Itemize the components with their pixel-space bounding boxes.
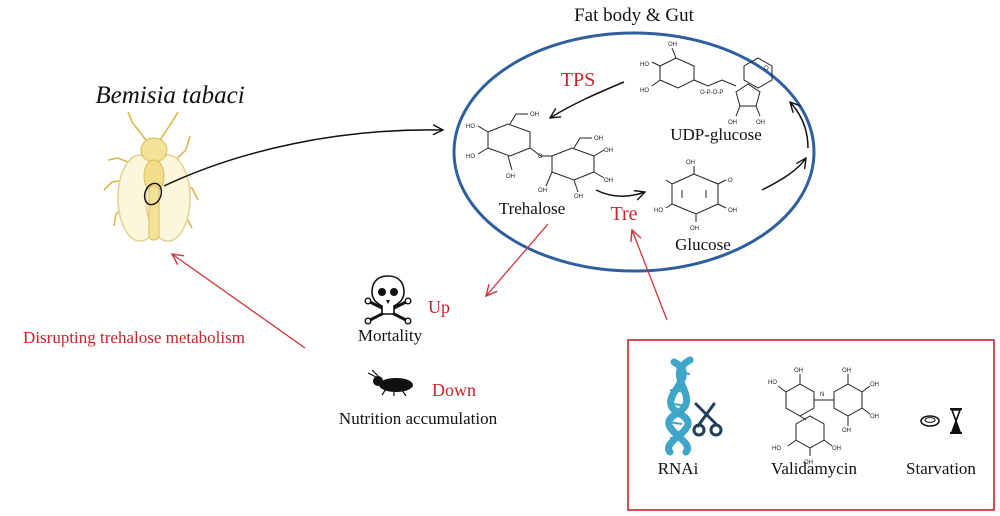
svg-text:HO: HO — [640, 62, 649, 68]
svg-text:OH: OH — [794, 368, 803, 374]
organism-name: Bemisia tabaci — [95, 82, 244, 109]
skull-crossbones-icon — [364, 275, 412, 325]
svg-text:HO: HO — [466, 154, 475, 160]
svg-text:OH: OH — [690, 226, 699, 232]
svg-text:OH: OH — [538, 188, 547, 194]
organ-link-arrow — [163, 130, 443, 187]
treatment-to-tre-arrow — [632, 230, 668, 321]
tps-enzyme-label: TPS — [561, 69, 595, 91]
svg-text:OH: OH — [756, 120, 765, 126]
glucose-label: Glucose — [675, 235, 731, 254]
svg-text:OH: OH — [574, 194, 583, 200]
svg-text:HO: HO — [466, 124, 475, 130]
starvation-icon — [920, 408, 962, 434]
validamycin-structure-icon: N HO OH OH OH OH OH HO OH OH — [768, 368, 879, 466]
rnai-label: RNAi — [658, 459, 699, 478]
trehalose-structure-icon: OH OH HO HO OH O OH OH OH OH — [466, 112, 613, 200]
svg-text:OH: OH — [604, 148, 613, 154]
glucose-structure-icon: OH O OH OH HO — [654, 160, 737, 232]
trehalose-effect-arrow — [486, 223, 549, 296]
starvation-label: Starvation — [906, 459, 976, 478]
udp-cycle-arrow — [790, 102, 809, 149]
svg-text:OH: OH — [870, 414, 879, 420]
udp-to-trehalose-arrow — [550, 81, 625, 118]
svg-text:OH: OH — [594, 136, 603, 142]
svg-text:HO: HO — [640, 88, 649, 94]
glucose-to-udp-arrow — [761, 158, 806, 191]
svg-text:HO: HO — [768, 380, 777, 386]
trehalose-to-glucose-arrow — [595, 189, 645, 196]
svg-text:OH: OH — [842, 428, 851, 434]
nutrition-change-label: Down — [432, 380, 476, 400]
svg-text:OH: OH — [728, 208, 737, 214]
tre-enzyme-label: Tre — [610, 203, 637, 225]
svg-text:O: O — [538, 154, 543, 160]
udp-glucose-label: UDP-glucose — [670, 125, 762, 144]
svg-text:OH: OH — [728, 120, 737, 126]
svg-text:OH: OH — [842, 368, 851, 374]
svg-text:OH: OH — [686, 160, 695, 166]
svg-text:HO: HO — [654, 208, 663, 214]
fat-body-gut-ellipse — [452, 31, 816, 273]
dna-scissors-icon — [665, 356, 723, 456]
svg-text:N: N — [820, 392, 824, 398]
disruption-arrow — [172, 254, 306, 349]
trehalose-label: Trehalose — [499, 199, 565, 218]
svg-text:O: O — [728, 178, 733, 184]
svg-text:OH: OH — [870, 382, 879, 388]
svg-text:OH: OH — [506, 174, 515, 180]
intervention-label: Disrupting trehalose metabolism — [23, 328, 245, 347]
svg-text:HO: HO — [772, 446, 781, 452]
mortality-change-label: Up — [428, 297, 450, 317]
svg-text:OH: OH — [668, 42, 677, 48]
compartment-title: Fat body & Gut — [574, 5, 695, 26]
whitefly-icon — [103, 111, 199, 242]
svg-text:OH: OH — [604, 178, 613, 184]
udp-glucose-structure-icon: OH HO HO O-P-O-P O OH OH — [640, 42, 773, 126]
svg-text:OH: OH — [832, 446, 841, 452]
nutrition-label: Nutrition accumulation — [339, 409, 498, 428]
insect-silhouette-icon — [367, 369, 413, 397]
validamycin-label: Validamycin — [771, 459, 857, 478]
svg-text:OH: OH — [804, 460, 813, 466]
svg-text:OH: OH — [530, 112, 539, 118]
mortality-label: Mortality — [358, 326, 423, 345]
svg-text:O-P-O-P: O-P-O-P — [700, 90, 723, 96]
svg-text:O: O — [764, 66, 769, 72]
